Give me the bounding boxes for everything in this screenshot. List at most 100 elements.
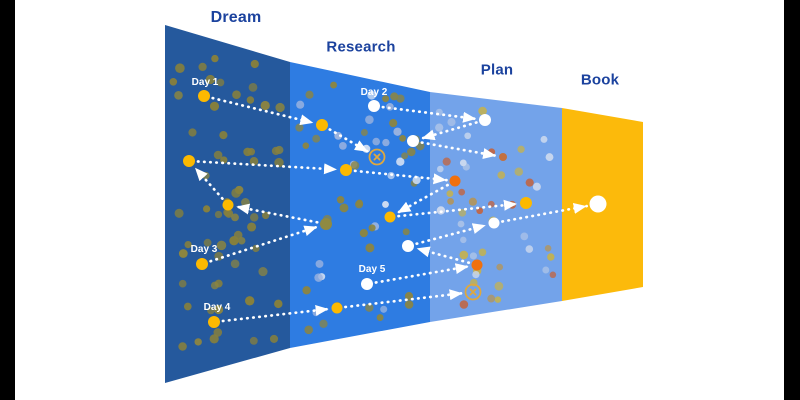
bg-dot (367, 90, 377, 100)
bg-dot (356, 199, 363, 207)
bg-dot (314, 273, 323, 282)
bg-dot (194, 338, 202, 346)
journey-arrow-day-5 (415, 223, 488, 246)
bg-dot (545, 153, 554, 162)
bg-dot (205, 74, 216, 85)
bg-dot (319, 319, 328, 328)
bg-dot (213, 150, 223, 160)
bg-dot (296, 100, 305, 109)
bg-dot (231, 188, 241, 198)
left-black-bar (0, 0, 15, 400)
bg-dot (525, 245, 534, 253)
bg-dot (399, 135, 406, 142)
bg-dot (517, 145, 525, 153)
bg-dot (211, 54, 219, 63)
bg-dot (458, 188, 466, 196)
bg-dot (260, 100, 270, 111)
bg-dot (365, 115, 374, 124)
bg-dot (468, 197, 477, 206)
bg-dot (368, 224, 376, 232)
bg-dot (494, 281, 504, 291)
journey-arrow-day-2 (381, 105, 478, 123)
stage-title-dream: Dream (210, 9, 262, 27)
day-start-node (368, 100, 380, 112)
bg-dot (175, 63, 185, 73)
bg-dot (249, 336, 258, 345)
bg-dot (459, 159, 467, 167)
bg-dot (520, 232, 529, 241)
journey-node (471, 259, 483, 271)
booked-node (589, 195, 607, 213)
journey-nodes (183, 90, 607, 328)
journey-node (402, 240, 414, 252)
bg-dot (231, 213, 239, 222)
bg-dot (442, 157, 451, 166)
bg-dot (214, 210, 223, 219)
bg-dot (304, 325, 314, 335)
stage-bands (165, 25, 643, 383)
bg-dot (271, 146, 281, 156)
stage-title-book: Book (580, 71, 620, 89)
bg-dot (247, 222, 257, 232)
bg-dot (214, 304, 224, 315)
bg-dot (390, 92, 399, 101)
bg-dot (178, 249, 188, 258)
bg-dot (459, 250, 469, 260)
bg-dot (169, 78, 178, 86)
journey-arrow-day-3 (397, 199, 519, 218)
exit-icon (464, 283, 482, 301)
journey-arrow-day-3 (209, 225, 319, 263)
bg-dot (376, 314, 384, 322)
bg-dot (245, 296, 255, 306)
day-label-day-3: Day 3 (191, 244, 218, 255)
bg-dot (250, 59, 259, 69)
journey-node (520, 197, 532, 209)
bg-dot (183, 302, 192, 311)
bg-dot (315, 259, 324, 268)
bg-dot (249, 213, 259, 222)
bg-dot (258, 267, 268, 277)
bg-dot (216, 240, 227, 251)
bg-dot (330, 81, 338, 89)
bg-dot (365, 243, 375, 253)
journey-node (316, 119, 328, 131)
bg-dot (382, 95, 390, 103)
bg-dot (469, 252, 477, 260)
bg-dot (248, 83, 258, 92)
bg-dot (404, 300, 414, 309)
day-start-node (361, 278, 373, 290)
bg-dot (305, 90, 314, 99)
bg-dot (446, 190, 454, 197)
bg-dot (295, 123, 304, 132)
bg-dot (243, 147, 252, 157)
bg-dot (401, 152, 409, 160)
bg-dot (262, 211, 270, 220)
bg-dot (207, 306, 215, 315)
bg-dot (402, 228, 410, 236)
bg-dot (382, 200, 389, 208)
bg-dot (389, 119, 398, 128)
journey-node (331, 302, 343, 314)
bg-dot (447, 198, 454, 205)
right-black-bar (784, 0, 800, 400)
bg-dot (478, 248, 487, 257)
bg-dot (497, 171, 506, 179)
bg-dot (213, 328, 223, 337)
bg-dot (336, 196, 345, 204)
bg-dot (496, 263, 504, 271)
bg-dot (246, 96, 255, 104)
bg-dot (435, 123, 444, 132)
journey-arrow-day-2 (420, 141, 498, 159)
journey-arrow-day-3 (193, 166, 224, 200)
journey-paths (193, 96, 589, 323)
bg-dot (372, 137, 381, 146)
bg-dot (209, 101, 220, 111)
bg-dot (249, 156, 259, 166)
bg-dot (540, 135, 548, 143)
bg-dot (460, 236, 467, 244)
bg-dot (219, 131, 228, 140)
bg-dot (269, 334, 279, 343)
bg-dot (396, 94, 405, 103)
journey-node (340, 164, 352, 176)
